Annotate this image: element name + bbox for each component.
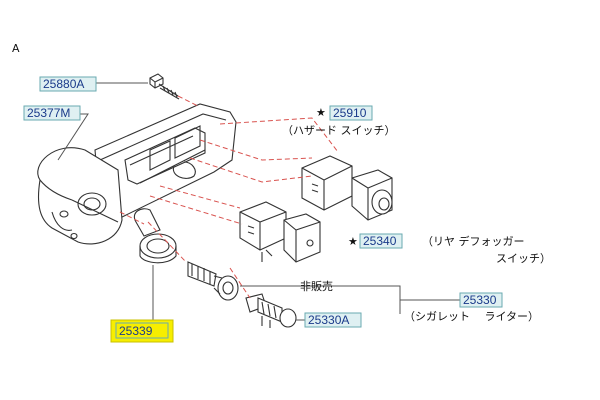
label-25330[interactable]: 25330	[459, 292, 503, 308]
label-25340[interactable]: ★ 25340	[348, 233, 403, 249]
caption-hazard-switch: （ハザード スイッチ）	[282, 124, 396, 137]
screw-drawing	[149, 73, 180, 100]
label-25340-text: 25340	[363, 234, 397, 248]
label-25910[interactable]: ★ 25910	[316, 105, 373, 121]
label-25339-text: 25339	[119, 324, 153, 338]
rear-defogger-switch-drawing	[239, 201, 321, 263]
hazard-switch-drawing	[301, 155, 393, 221]
label-25330A[interactable]: 25330A	[304, 312, 362, 328]
part-drawings	[37, 73, 393, 328]
label-25377M-text: 25377M	[27, 106, 70, 120]
bulb-socket-drawing	[133, 208, 177, 264]
leader-lines	[57, 82, 460, 321]
caption-rear-defogger-line1: （リヤ デフォッガー	[422, 234, 525, 248]
figure-letter: A	[12, 42, 20, 55]
label-25910-text: 25910	[333, 106, 367, 120]
console-panel-drawing	[37, 103, 237, 245]
caption-rear-defogger-line2: スイッチ）	[496, 252, 551, 265]
label-25880A[interactable]: 25880A	[39, 76, 97, 92]
label-25377M[interactable]: 25377M	[23, 105, 81, 121]
assembly-dashed-lines	[119, 95, 339, 299]
label-25339-highlighted[interactable]: 25339	[110, 319, 174, 343]
part-labels: 25880A 25377M ★ 25910 （ハザード スイッチ） ★ 2534…	[23, 76, 551, 343]
star-mark-25910: ★	[316, 106, 326, 119]
lighter-drawing	[245, 293, 297, 328]
caption-cigarette-lighter: （シガレット ライター）	[404, 310, 539, 323]
label-25880A-text: 25880A	[43, 77, 84, 91]
label-25330-text: 25330	[463, 293, 497, 307]
caption-not-sold: 非販売	[300, 280, 333, 293]
label-25330A-text: 25330A	[308, 313, 349, 327]
star-mark-25340: ★	[348, 235, 358, 248]
lighter-socket-drawing	[187, 261, 239, 301]
